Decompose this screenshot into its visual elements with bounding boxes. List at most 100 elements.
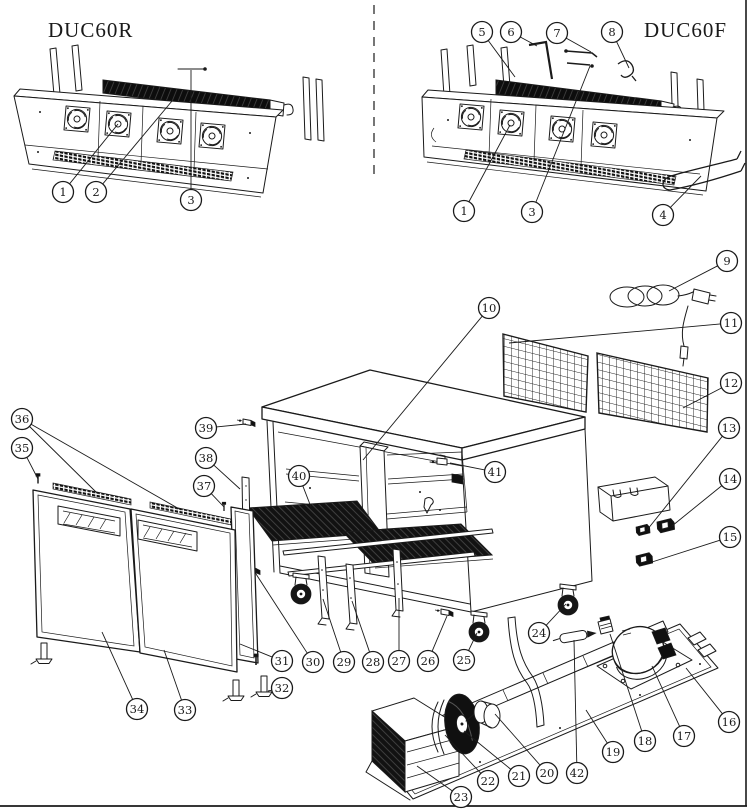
callout-main-18: 18 [633,729,657,753]
callout-main-29: 29 [332,650,356,674]
callout-main-16: 16 [717,710,741,734]
door-right [130,508,238,673]
svg-text:23: 23 [454,790,469,804]
callout-duc60f-3: 3 [520,200,544,224]
callout-main-35: 35 [10,436,34,460]
svg-text:9: 9 [723,254,730,268]
callout-duc60f-7: 7 [545,21,569,45]
callout-main-23: 23 [449,785,473,809]
svg-text:22: 22 [481,774,496,788]
hinge-clip-26 [434,608,454,617]
svg-text:16: 16 [722,715,737,729]
svg-text:1: 1 [460,204,467,218]
callout-main-25: 25 [452,648,476,672]
drain-pipe [507,616,545,728]
svg-text:30: 30 [306,655,321,669]
callout-main-21: 21 [507,764,531,788]
svg-text:14: 14 [723,472,738,486]
svg-text:38: 38 [199,451,214,465]
svg-text:11: 11 [724,316,739,330]
callout-main-19: 19 [601,740,625,764]
svg-text:29: 29 [337,655,352,669]
callout-main-13: 13 [717,416,741,440]
callout-main-36: 36 [10,407,34,431]
svg-text:40: 40 [292,469,307,483]
callout-main-33: 33 [173,698,197,722]
callout-main-20: 20 [535,761,559,785]
callout-main-14: 14 [718,467,742,491]
leg-32 [250,675,273,698]
svg-text:31: 31 [275,654,290,668]
caster-front-left [290,572,312,605]
svg-text:34: 34 [130,702,145,716]
callout-leader-lines [26,36,723,792]
wire-shelf-left [502,333,589,413]
callout-main-11: 11 [719,311,743,335]
callout-duc60r-3: 3 [179,188,203,212]
callout-main-28: 28 [361,650,385,674]
svg-text:19: 19 [606,745,621,759]
callout-duc60f-8: 8 [600,20,624,44]
callout-main-39: 39 [194,416,218,440]
svg-text:13: 13 [722,421,737,435]
callout-main-12: 12 [719,371,743,395]
assembly-duc60f: DUC60F [421,18,746,196]
svg-text:25: 25 [457,653,472,667]
leg-left [30,642,53,665]
cabinet [261,369,593,613]
main-exploded-view [30,284,719,801]
svg-text:18: 18 [638,734,653,748]
callout-main-22: 22 [476,769,500,793]
model-label-duc60r: DUC60R [48,18,133,42]
svg-text:20: 20 [540,766,555,780]
callout-duc60f-6: 6 [499,20,523,44]
condenser-unit [365,697,460,801]
svg-text:35: 35 [15,441,30,455]
callout-main-10: 10 [477,296,501,320]
hinge-clip-39 [236,418,256,427]
callout-duc60f-4: 4 [651,203,675,227]
callout-main-37: 37 [192,474,216,498]
svg-text:10: 10 [482,301,497,315]
svg-text:7: 7 [553,26,560,40]
svg-text:21: 21 [512,769,527,783]
svg-text:24: 24 [532,626,547,640]
svg-text:8: 8 [608,25,615,39]
svg-text:33: 33 [178,703,193,717]
callout-main-26: 26 [416,649,440,673]
svg-text:36: 36 [15,412,30,426]
svg-text:39: 39 [199,421,214,435]
fan-motor [465,700,501,729]
callout-duc60r-2: 2 [84,180,108,204]
callout-main-32: 32 [270,676,294,700]
svg-text:4: 4 [659,208,666,222]
compressor-assembly [552,615,693,690]
svg-text:32: 32 [275,681,290,695]
assembly-duc60r: DUC60R [13,18,325,198]
door-top-trim-right [149,501,232,526]
power-cord [609,284,717,367]
svg-text:27: 27 [392,654,407,668]
svg-text:26: 26 [421,654,436,668]
callout-main-42: 42 [565,761,589,785]
callout-duc60f-1: 1 [452,199,476,223]
drain-pan [597,476,671,522]
interior-shelves [247,500,494,577]
callout-main-40: 40 [287,464,311,488]
door-top-trim-left [52,482,132,506]
door-left [32,489,141,653]
switch-15 [635,552,654,567]
svg-text:37: 37 [197,479,212,493]
svg-text:3: 3 [528,205,535,219]
svg-text:41: 41 [488,465,503,479]
callout-duc60r-1: 1 [51,180,75,204]
svg-text:28: 28 [366,655,381,669]
callout-main-34: 34 [125,697,149,721]
switch-13 [635,523,651,537]
callout-main-17: 17 [672,724,696,748]
callout-main-24: 24 [527,621,551,645]
